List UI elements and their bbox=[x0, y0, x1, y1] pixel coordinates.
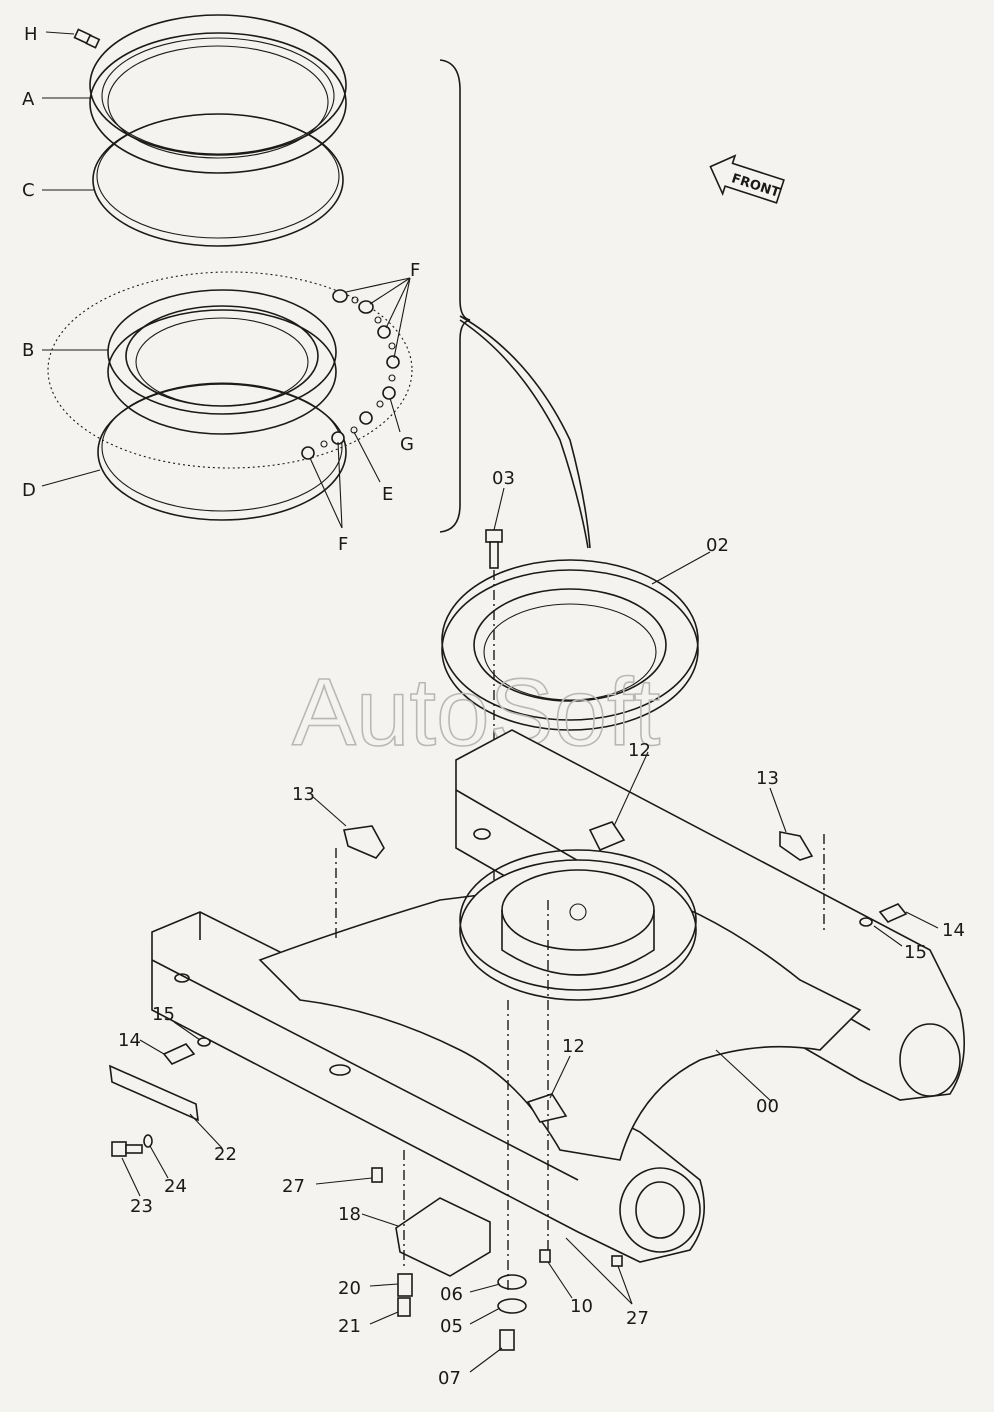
callout-02: 02 bbox=[706, 535, 729, 556]
callout-15-left: 15 bbox=[152, 1004, 175, 1025]
bearing-detail-group bbox=[47, 14, 591, 549]
detail-brace bbox=[439, 59, 471, 533]
bolt-03 bbox=[485, 529, 503, 569]
callout-a: A bbox=[22, 89, 35, 110]
grease-fitting-h bbox=[73, 28, 101, 49]
callout-10: 10 bbox=[570, 1296, 593, 1317]
callout-18: 18 bbox=[338, 1204, 361, 1225]
stopper-12-lower bbox=[526, 1093, 568, 1123]
callout-07: 07 bbox=[438, 1368, 461, 1389]
plate-22 bbox=[109, 1064, 199, 1122]
washer-24 bbox=[143, 1134, 153, 1148]
callout-21: 21 bbox=[338, 1316, 361, 1337]
swing-bearing-02 bbox=[441, 559, 699, 731]
rollers-f bbox=[301, 289, 400, 460]
grease-plug-27-right bbox=[611, 1255, 623, 1267]
callout-27-left: 27 bbox=[282, 1176, 305, 1197]
guard-18 bbox=[395, 1197, 491, 1277]
callout-15-right: 15 bbox=[904, 942, 927, 963]
seal-ring-d bbox=[97, 382, 347, 521]
callout-00: 00 bbox=[756, 1096, 779, 1117]
callout-12-upper: 12 bbox=[628, 740, 651, 761]
track-frame-00 bbox=[151, 729, 965, 1263]
callout-g: G bbox=[400, 434, 414, 455]
washer-15-right bbox=[859, 917, 873, 927]
washer-15-left bbox=[197, 1037, 211, 1047]
callout-13-right: 13 bbox=[756, 768, 779, 789]
callout-24: 24 bbox=[164, 1176, 187, 1197]
bolt-14-right bbox=[878, 903, 908, 923]
outer-race-ring-a bbox=[89, 14, 347, 174]
bolt-14-left bbox=[162, 1043, 196, 1065]
callout-14-right: 14 bbox=[942, 920, 965, 941]
callout-23: 23 bbox=[130, 1196, 153, 1217]
plate-05 bbox=[497, 1298, 527, 1314]
callout-d: D bbox=[22, 480, 36, 501]
plate-06 bbox=[497, 1274, 527, 1290]
callout-14-left: 14 bbox=[118, 1030, 141, 1051]
bolt-21 bbox=[397, 1297, 411, 1317]
callout-c: C bbox=[22, 180, 35, 201]
callout-13-left: 13 bbox=[292, 784, 315, 805]
callout-22: 22 bbox=[214, 1144, 237, 1165]
front-direction-arrow: FRONT bbox=[709, 154, 785, 204]
callout-f-lower: F bbox=[338, 534, 348, 555]
lug-13-right bbox=[779, 831, 814, 861]
leader-lines bbox=[41, 31, 939, 1373]
bolt-07 bbox=[499, 1329, 515, 1351]
callout-20: 20 bbox=[338, 1278, 361, 1299]
callout-27-right: 27 bbox=[626, 1308, 649, 1329]
grease-plug-27-left bbox=[371, 1167, 383, 1183]
callout-e: E bbox=[382, 484, 393, 505]
fitting-10 bbox=[539, 1249, 551, 1263]
callout-labels: H A C B D F G E F 03 02 12 13 13 14 15 1… bbox=[22, 24, 965, 1389]
detail-leader bbox=[459, 319, 589, 549]
callout-06: 06 bbox=[440, 1284, 463, 1305]
stopper-12-upper bbox=[588, 821, 626, 852]
seal-ring-c bbox=[92, 113, 344, 247]
inner-race-ring-b bbox=[107, 289, 337, 435]
balls-e bbox=[320, 296, 396, 448]
callout-b: B bbox=[22, 340, 34, 361]
callout-12-lower: 12 bbox=[562, 1036, 585, 1057]
callout-05: 05 bbox=[440, 1316, 463, 1337]
callout-f-upper: F bbox=[410, 260, 420, 281]
lug-13-left bbox=[343, 825, 385, 859]
callout-h: H bbox=[24, 24, 38, 45]
callout-03: 03 bbox=[492, 468, 515, 489]
spacer-20 bbox=[397, 1273, 413, 1297]
bolt-23 bbox=[111, 1141, 143, 1157]
